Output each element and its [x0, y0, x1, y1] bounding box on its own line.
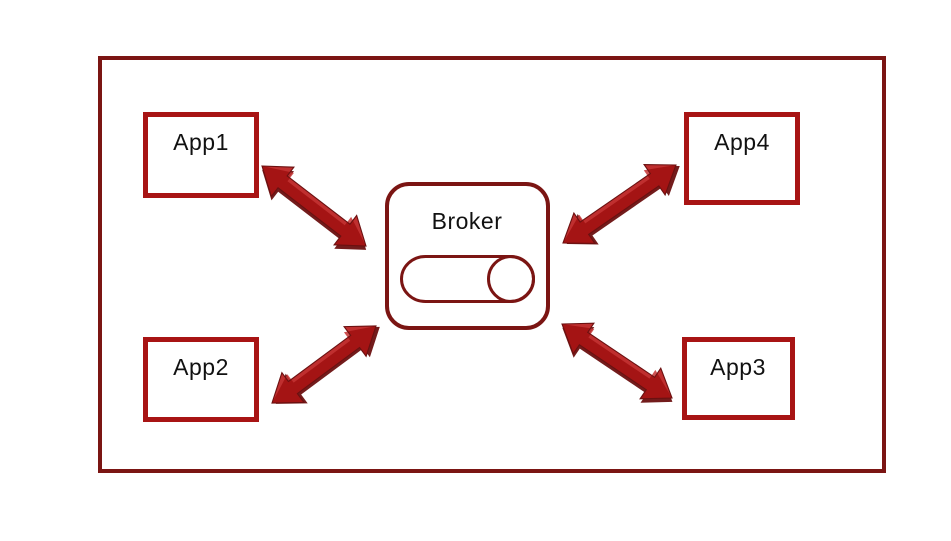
arrow-body: [272, 325, 376, 403]
app-boxes-group: [143, 112, 800, 422]
app-label-app2: App2: [173, 354, 229, 380]
queue-cylinder-cap: [487, 255, 535, 303]
arrow-outline: [261, 165, 367, 247]
arrow-outline: [271, 325, 377, 404]
queue-cylinder-body: [400, 255, 535, 303]
app2-broker-connector[interactable]: [261, 310, 391, 421]
app-label-app1: App1: [173, 129, 229, 155]
connector-arrows-group: [249, 148, 690, 421]
app-box-app1[interactable]: [143, 112, 259, 198]
app-box-app2[interactable]: [143, 337, 259, 422]
arrow-outline: [562, 163, 677, 245]
app-label-app3: App3: [710, 354, 766, 380]
app-box-app3[interactable]: [682, 337, 795, 420]
app-label-app4: App4: [714, 129, 770, 155]
arrow-body: [562, 323, 673, 399]
arrow-body: [262, 166, 366, 246]
broker-app4-connector[interactable]: [552, 148, 690, 260]
broker-app3-connector[interactable]: [550, 309, 684, 418]
arrow-body: [563, 164, 676, 244]
broker-group[interactable]: [385, 182, 550, 330]
arrow-outline: [561, 322, 673, 400]
app-box-app4[interactable]: [684, 112, 800, 205]
app1-broker-connector[interactable]: [249, 151, 379, 264]
broker-label: Broker: [431, 208, 503, 234]
